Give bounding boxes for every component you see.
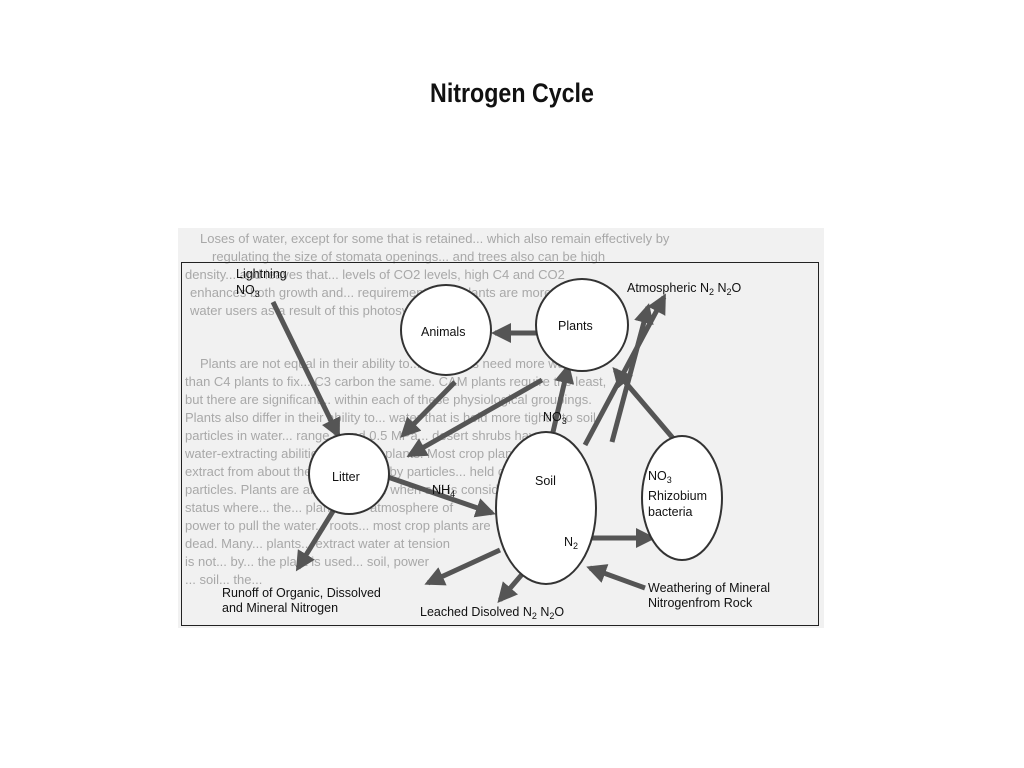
weathering-label-line1: Weathering of Mineral [648,581,770,595]
arrow-plants-to-litter [406,377,544,458]
background-text-line: regulating the size of stomata openings.… [212,249,606,264]
arrow-lightning-to-litter [270,300,341,439]
leached-label: Leached Disolved N2 N2O [420,605,564,621]
rhizobium-label: Rhizobium [648,489,707,503]
lightning-label: Lightning [236,267,287,281]
weathering-label-line2: Nitrogenfrom Rock [648,596,753,610]
no3-soil-label: NO3 [543,410,567,426]
scanned-page-background [178,228,824,628]
arrow-litter-to-runoff [295,506,338,572]
nh4-label: NH4 [432,483,455,499]
background-text-line: Plants also differ in their ability to..… [185,410,596,425]
lightning-formula-label: NO3 [236,283,260,299]
background-text-line: density... and leaves that... levels of … [185,267,565,282]
bacteria-label: bacteria [648,505,693,519]
background-text-line: status where... the... plant... the atmo… [185,500,454,515]
background-text-line: enhances both growth and... requirements… [190,285,600,300]
litter-label: Litter [332,470,360,484]
background-text-line: power to pull the water... roots... most… [185,518,491,533]
arrow-weathering-to-soil [586,564,646,591]
arrow-litter-to-soil [381,472,496,518]
animals-node [400,284,492,376]
background-text-line: Loses of water, except for some that is … [200,231,670,246]
arrow-rhizobium-to-plants [612,366,685,452]
slide-title: Nitrogen Cycle [430,78,594,108]
runoff-label-line1: Runoff of Organic, Dissolved [222,586,381,600]
arrow-soil-to-plants [550,363,575,433]
plants-node [535,278,629,372]
animals-label: Animals [421,325,465,339]
runoff-label-line2: and Mineral Nitrogen [222,601,338,615]
arrows [270,293,685,604]
soil-label: Soil [535,474,556,488]
litter-node [308,433,390,515]
atmospheric-label: Atmospheric N2 N2O [627,281,742,297]
diagram-frame [181,262,819,626]
rhizobium-node [641,435,723,561]
arrow-animals-to-litter [400,380,457,438]
plants-label: Plants [558,319,593,333]
background-text-line: ... soil... the... [185,572,263,587]
no3-rhizobium-label: NO3 [648,469,672,485]
arrow-soil-to-runoff [424,547,502,586]
soil-node [495,431,597,585]
background-text-line: but there are significant... within each… [185,392,592,407]
background-text-line: water users as a result of this photosyn… [190,303,458,318]
background-text-line: Plants are not equal in their ability to… [200,356,581,371]
background-text-line: dead. Many... plants... extract water at… [185,536,450,551]
background-text-line: than C4 plants to fix... C3 carbon the s… [185,374,607,389]
